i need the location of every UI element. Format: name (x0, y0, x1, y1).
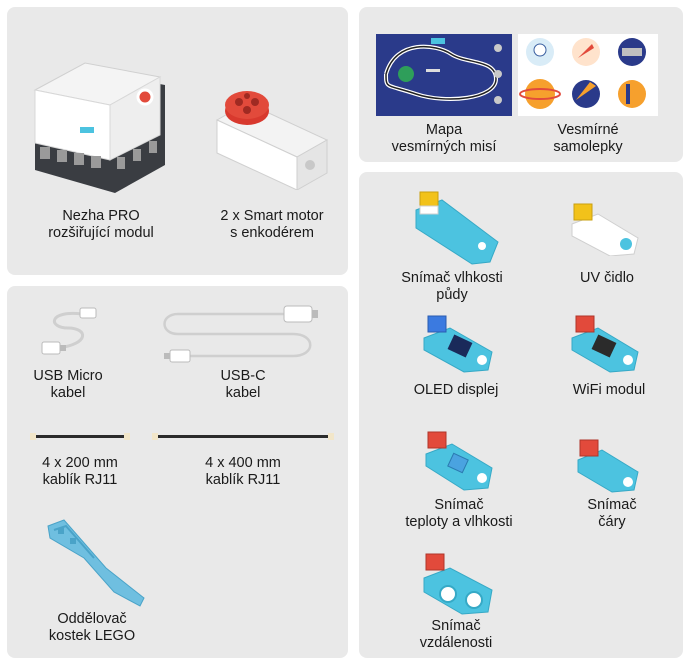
label-soil-moisture: Snímač vlhkosti půdy (401, 270, 503, 304)
label-line: Oddělovač (57, 611, 127, 627)
lego-separator-icon (44, 518, 148, 610)
label-line: teploty a vlhkosti (405, 514, 513, 530)
label-line: 2 x Smart motor (220, 208, 324, 224)
label-line: WiFi modul (572, 382, 646, 398)
label-line: čáry (598, 514, 626, 530)
rj11-cable-long-icon (152, 432, 334, 442)
distance-sensor-icon (422, 550, 494, 616)
temp-humidity-sensor-icon (424, 428, 494, 492)
label-line: kostek LEGO (48, 628, 136, 644)
space-map-icon (376, 34, 512, 116)
label-line-sensor: Snímač čáry (587, 497, 636, 531)
usb-micro-cable-icon (38, 306, 100, 358)
label-line: Nezha PRO (62, 208, 140, 224)
label-space-stickers: Vesmírné samolepky (553, 122, 622, 156)
smart-motor-icon (212, 85, 332, 190)
space-stickers-icon (518, 34, 658, 116)
label-rj11-long: 4 x 400 mm kablík RJ11 (205, 455, 281, 489)
label-line: USB-C (220, 368, 266, 384)
label-lego-separator: Oddělovač kostek LEGO (49, 611, 135, 645)
label-wifi-module: WiFi modul (573, 382, 646, 399)
rj11-cable-short-icon (30, 432, 130, 442)
label-line: vzdálenosti (419, 635, 493, 651)
label-line: rozšiřující modul (48, 225, 154, 241)
label-line: 4 x 400 mm (205, 455, 281, 471)
label-smart-motor: 2 x Smart motor s enkodérem (220, 208, 323, 242)
soil-moisture-sensor-icon (412, 188, 502, 266)
label-line: USB Micro (33, 368, 103, 384)
label-line: Snímač (434, 497, 484, 513)
label-distance-sensor: Snímač vzdálenosti (420, 618, 493, 652)
label-line: Snímač vlhkosti (401, 270, 503, 286)
label-line: Vesmírné (557, 122, 619, 138)
label-rj11-short: 4 x 200 mm kablík RJ11 (42, 455, 118, 489)
label-line: OLED displej (413, 382, 499, 398)
label-usb-micro-cable: USB Micro kabel (33, 368, 102, 402)
label-line: kabel (225, 385, 261, 401)
label-oled-display: OLED displej (414, 382, 499, 399)
label-line: kablík RJ11 (205, 472, 281, 488)
oled-display-icon (422, 312, 494, 374)
label-usb-c-cable: USB-C kabel (220, 368, 265, 402)
usb-c-cable-icon (158, 302, 320, 364)
wifi-module-icon (570, 312, 640, 374)
label-line: půdy (436, 287, 468, 303)
label-line: UV čidlo (580, 270, 634, 286)
label-line: Snímač (431, 618, 481, 634)
label-line: Snímač (587, 497, 637, 513)
label-line: kablík RJ11 (42, 472, 118, 488)
label-expansion-module: Nezha PRO rozšiřující modul (48, 208, 154, 242)
label-line: kabel (50, 385, 86, 401)
uv-sensor-icon (570, 200, 640, 256)
line-sensor-icon (576, 436, 640, 494)
label-temp-humidity: Snímač teploty a vlhkosti (405, 497, 512, 531)
label-line: s enkodérem (230, 225, 314, 241)
label-line: vesmírných misí (391, 139, 497, 155)
label-line: 4 x 200 mm (42, 455, 118, 471)
label-space-map: Mapa vesmírných misí (392, 122, 497, 156)
label-line: samolepky (553, 139, 623, 155)
label-line: Mapa (425, 122, 463, 138)
label-uv-sensor: UV čidlo (580, 270, 634, 287)
expansion-module-icon (25, 45, 170, 195)
